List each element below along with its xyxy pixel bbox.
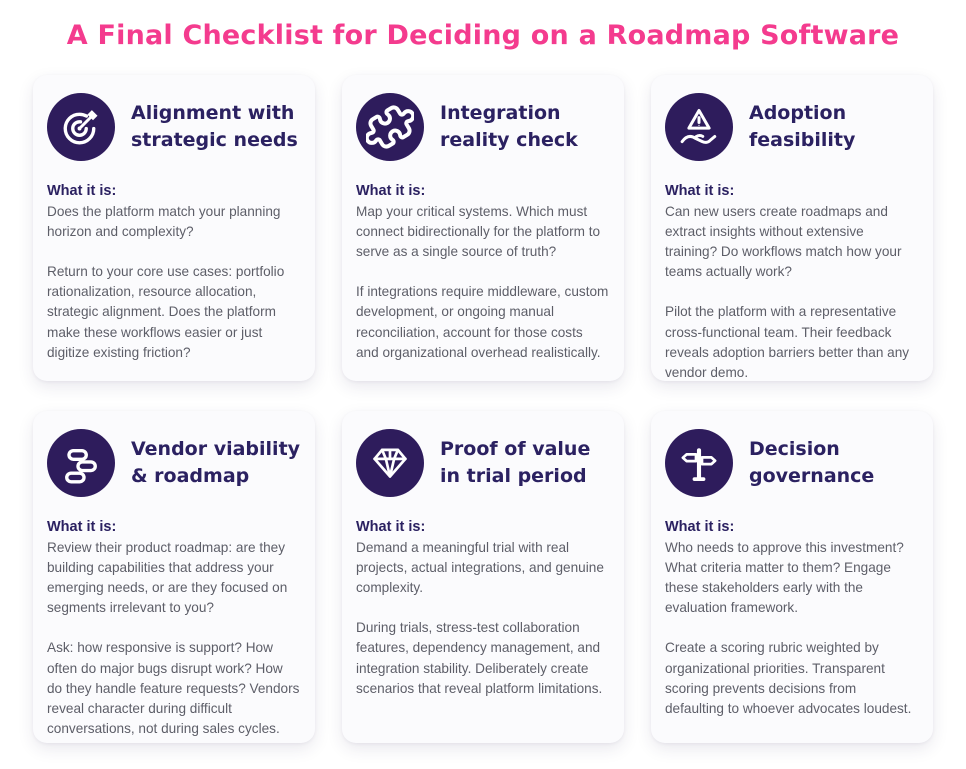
card-body: Demand a meaningful trial with real proj… — [356, 538, 609, 699]
card-header: Integration reality check — [356, 93, 609, 161]
what-it-is-label: What it is: — [47, 183, 117, 199]
paragraph: Does the platform match your planning ho… — [47, 204, 281, 240]
card-decision-governance: Decision governance What it is: Who need… — [651, 411, 933, 743]
card-header: Decision governance — [665, 429, 918, 497]
card-header: Vendor viability & roadmap — [47, 429, 300, 497]
paragraph: If integrations require middleware, cust… — [356, 284, 609, 360]
card-body: Map your critical systems. Which must co… — [356, 202, 609, 363]
paragraph: Can new users create roadmaps and extrac… — [665, 204, 902, 280]
paragraph: Ask: how responsive is support? How ofte… — [47, 640, 300, 736]
page-title: A Final Checklist for Deciding on a Road… — [66, 20, 900, 51]
hand-warning-icon — [665, 93, 733, 161]
card-vendor-viability-roadmap: Vendor viability & roadmap What it is: R… — [33, 411, 315, 743]
signpost-icon — [665, 429, 733, 497]
card-title: Vendor viability & roadmap — [131, 438, 301, 487]
what-it-is-label: What it is: — [665, 519, 735, 535]
card-integration-reality-check: Integration reality check What it is: Ma… — [342, 75, 624, 381]
what-it-is-label: What it is: — [356, 183, 426, 199]
what-it-is-label: What it is: — [356, 519, 426, 535]
paragraph: Return to your core use cases: portfolio… — [47, 264, 285, 360]
paragraph: Who needs to approve this investment? Wh… — [665, 540, 904, 616]
checklist-grid: Alignment with strategic needs What it i… — [33, 75, 933, 743]
target-dart-icon — [47, 93, 115, 161]
card-alignment-with-strategic-needs: Alignment with strategic needs What it i… — [33, 75, 315, 381]
card-title: Decision governance — [749, 438, 875, 487]
roadmap-bars-icon — [47, 429, 115, 497]
card-body: Review their product roadmap: are they b… — [47, 538, 300, 739]
card-title: Adoption feasibility — [749, 102, 856, 151]
gem-icon — [356, 429, 424, 497]
card-proof-of-value-trial: Proof of value in trial period What it i… — [342, 411, 624, 743]
card-adoption-feasibility: Adoption feasibility What it is: Can new… — [651, 75, 933, 381]
card-body: Can new users create roadmaps and extrac… — [665, 202, 918, 383]
card-header: Adoption feasibility — [665, 93, 918, 161]
card-header: Alignment with strategic needs — [47, 93, 300, 161]
paragraph: Pilot the platform with a representative… — [665, 304, 910, 380]
paragraph: Demand a meaningful trial with real proj… — [356, 540, 604, 596]
card-body: Does the platform match your planning ho… — [47, 202, 300, 363]
card-title: Proof of value in trial period — [440, 438, 591, 487]
card-body: Who needs to approve this investment? Wh… — [665, 538, 918, 719]
paragraph: Create a scoring rubric weighted by orga… — [665, 640, 912, 716]
paragraph: During trials, stress-test collaboration… — [356, 620, 603, 696]
paragraph: Map your critical systems. Which must co… — [356, 204, 601, 260]
puzzle-icon — [356, 93, 424, 161]
what-it-is-label: What it is: — [665, 183, 735, 199]
card-title: Integration reality check — [440, 102, 578, 151]
what-it-is-label: What it is: — [47, 519, 117, 535]
card-title: Alignment with strategic needs — [131, 102, 298, 151]
paragraph: Review their product roadmap: are they b… — [47, 540, 288, 616]
card-header: Proof of value in trial period — [356, 429, 609, 497]
